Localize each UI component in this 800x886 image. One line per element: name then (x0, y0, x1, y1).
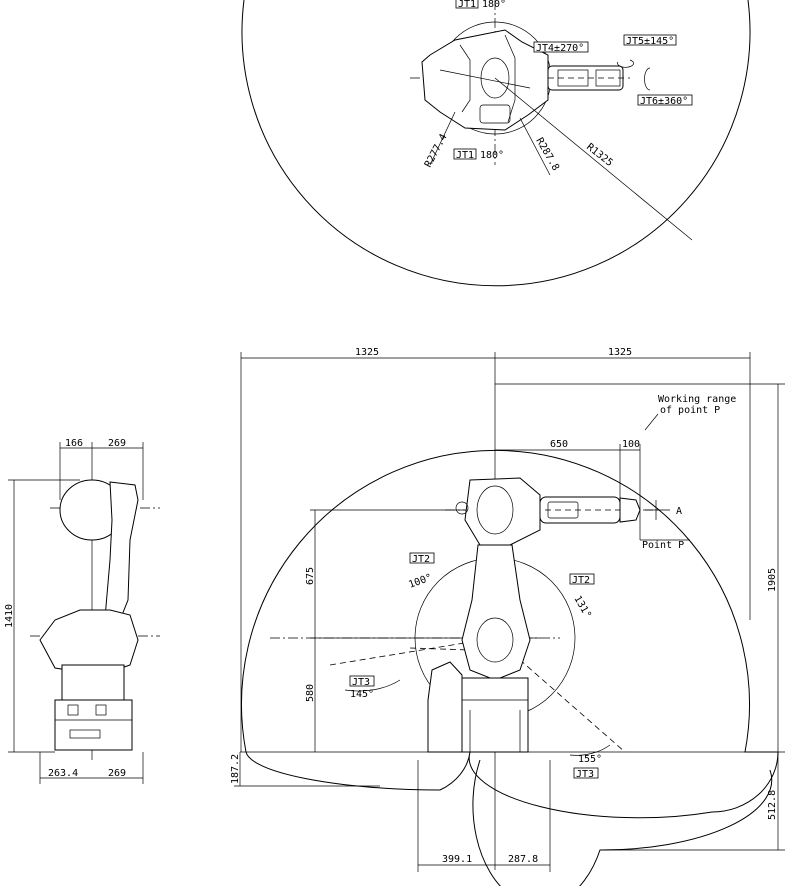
jt6-label: JT6±360° (640, 96, 688, 107)
jt2-left-label: JT2 (412, 554, 430, 565)
point-p-label: Point P (642, 540, 684, 551)
dim-1325-right: 1325 (608, 347, 632, 358)
dim-187: 187.2 (230, 754, 241, 784)
side-view-lower-arm (39, 609, 139, 673)
top-view: JT1 180° JT1 180° JT4±270° JT5±145° JT6±… (241, 0, 751, 287)
dim-650: 650 (550, 439, 568, 450)
dim-675: 675 (305, 567, 316, 585)
angle-100: 100° (407, 572, 433, 591)
dim-100: 100 (622, 439, 640, 450)
dim-263: 263.4 (48, 768, 78, 779)
jt2-right-label: JT2 (572, 575, 590, 586)
r277-label: R277.4 (423, 132, 450, 169)
dim-399: 399.1 (442, 854, 472, 865)
top-view-range-arc (241, 0, 751, 287)
jt1-bottom-label: JT1 (456, 150, 474, 161)
side-view: 166 269 1410 263.4 269 (4, 438, 160, 784)
front-view: 1325 1325 1905 512.8 187.2 650 100 675 5… (230, 347, 785, 886)
dim-1410: 1410 (4, 604, 15, 628)
top-view-robot-body (421, 29, 549, 131)
dim-1905: 1905 (767, 568, 778, 592)
dim-512: 512.8 (767, 790, 778, 820)
dim-269-top: 269 (108, 438, 126, 449)
dim-1325-left: 1325 (355, 347, 379, 358)
a-label: A (676, 506, 682, 517)
angle-131: 131° (571, 594, 593, 620)
dim-580: 580 (305, 684, 316, 702)
jt5-label: JT5±145° (626, 36, 674, 47)
dim-166: 166 (65, 438, 83, 449)
angle-145: 145° (350, 689, 374, 700)
dim-269-bottom: 269 (108, 768, 126, 779)
jt1-bottom-angle: 180° (480, 150, 504, 161)
side-view-base (54, 699, 133, 751)
r1325-leader (494, 77, 693, 241)
working-range-label: Working range (658, 394, 736, 405)
r287-label: R287.8 (533, 136, 561, 173)
front-view-base (461, 677, 529, 753)
jt3-left-label: JT3 (352, 677, 370, 688)
of-point-p-label: of point P (660, 405, 720, 416)
jt1-top-angle: 180° (482, 0, 506, 10)
side-view-base-column (61, 664, 125, 706)
jt3-right-label: JT3 (576, 769, 594, 780)
jt4-label: JT4±270° (536, 43, 584, 54)
front-view-lower-arm (461, 544, 531, 681)
point-p-working-range (241, 449, 779, 819)
jt1-top-label: JT1 (458, 0, 476, 10)
dim-287: 287.8 (508, 854, 538, 865)
angle-155: 155° (578, 754, 602, 765)
